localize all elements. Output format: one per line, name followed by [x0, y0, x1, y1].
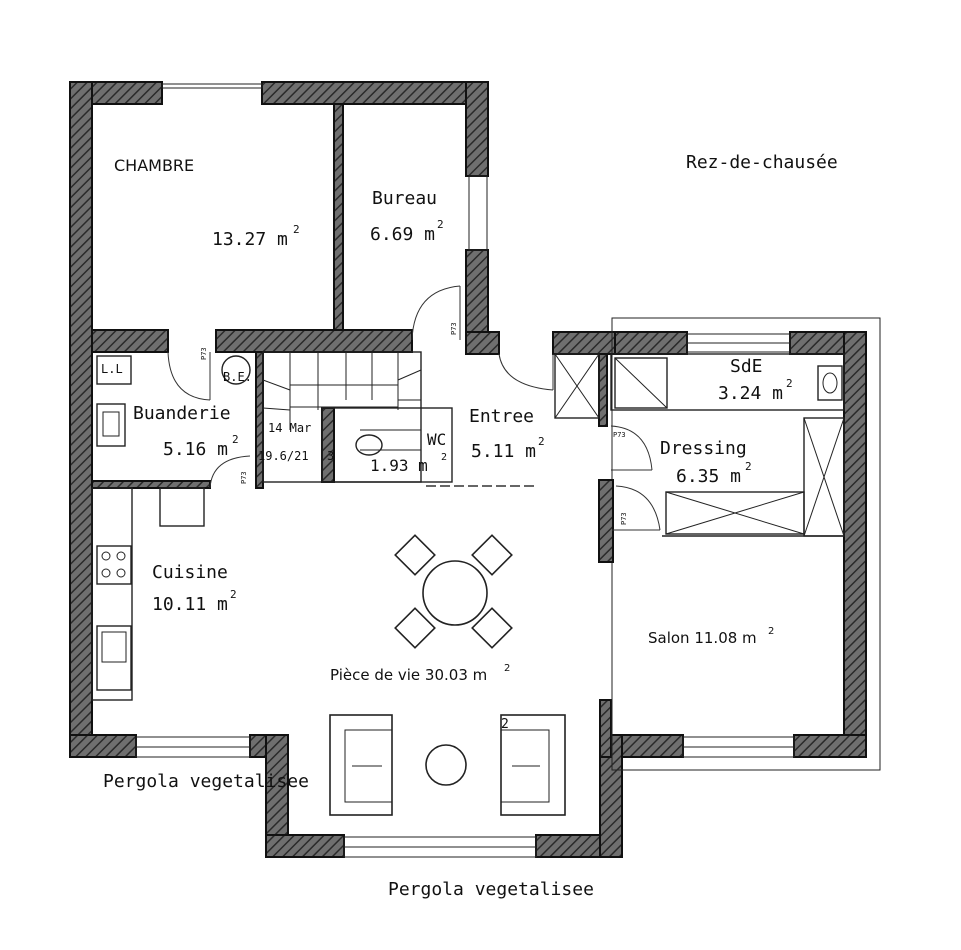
doors: [167, 285, 661, 531]
door-tag: P73: [620, 512, 628, 525]
dressing-name: Dressing: [660, 438, 747, 459]
entree-area-sup: 2: [538, 435, 545, 448]
sde-area-sup: 2: [786, 377, 793, 390]
piece-de-vie-label: Pièce de vie 30.03 m: [330, 666, 487, 684]
fixtures: [96, 355, 843, 691]
cuisine-area-sup: 2: [230, 588, 237, 601]
piece-de-vie-area-sup: 2: [504, 663, 510, 674]
level-title: Rez-de-chausée: [686, 152, 838, 173]
pergola-bottom-label: Pergola vegetalisee: [388, 879, 594, 900]
water-heater-icon: [221, 355, 251, 385]
cuisine-name: Cuisine: [152, 562, 228, 583]
washing-machine-icon: [96, 355, 132, 385]
bureau-area-sup: 2: [437, 218, 444, 231]
entree-area: 5.11 m: [471, 441, 536, 462]
interior-walls: [91, 103, 845, 701]
wc-area: 1.93 m: [370, 456, 428, 475]
buanderie-area: 5.16 m: [163, 439, 228, 460]
cuisine-area: 10.11 m: [152, 594, 228, 615]
exterior-walls: [69, 81, 867, 858]
be-label: B.E.: [223, 370, 252, 384]
stairs-ratio: 19.6/21: [258, 449, 309, 463]
dressing-area: 6.35 m: [676, 466, 741, 487]
door-tag: P73: [613, 431, 626, 439]
windows: [135, 83, 881, 858]
door-tag: P73: [450, 322, 458, 335]
shower-icon: [614, 357, 668, 409]
bureau-name: Bureau: [372, 188, 437, 209]
washbasin-icon: [817, 365, 843, 401]
buanderie-name: Buanderie: [133, 403, 231, 424]
toilet-icon: [355, 434, 383, 456]
dressing-area-sup: 2: [745, 460, 752, 473]
door-tag: P73: [240, 471, 248, 484]
sde-name: SdE: [730, 356, 763, 377]
laundry-sink-icon: [96, 403, 126, 447]
door-tag: P73: [200, 347, 208, 360]
wc-area-sup: 2: [441, 452, 447, 463]
kitchen-sink-icon: [96, 625, 132, 691]
salon-area-sup: 2: [768, 626, 774, 637]
staircase: [262, 352, 422, 451]
dining-table-icon: [394, 534, 513, 649]
bureau-area: 6.69 m: [370, 224, 435, 245]
entree-name: Entree: [469, 406, 534, 427]
stray-superscript: 2: [501, 717, 509, 732]
sde-area: 3.24 m: [718, 383, 783, 404]
stove-icon: [96, 545, 132, 585]
wc-name: WC: [427, 430, 446, 449]
pergola-left-label: Pergola vegetalisee: [103, 771, 309, 792]
stairs-digit: 3: [327, 449, 334, 463]
ll-label: L.L: [101, 362, 123, 376]
sofa-set-icon: [329, 714, 566, 816]
buanderie-area-sup: 2: [232, 433, 239, 446]
stairs-label: 14 Mar: [268, 421, 311, 435]
chambre-area-sup: 2: [293, 223, 300, 236]
chambre-name: CHAMBRE: [114, 156, 194, 175]
salon-label: Salon 11.08 m: [648, 629, 757, 647]
chambre-area: 13.27 m: [212, 229, 288, 250]
